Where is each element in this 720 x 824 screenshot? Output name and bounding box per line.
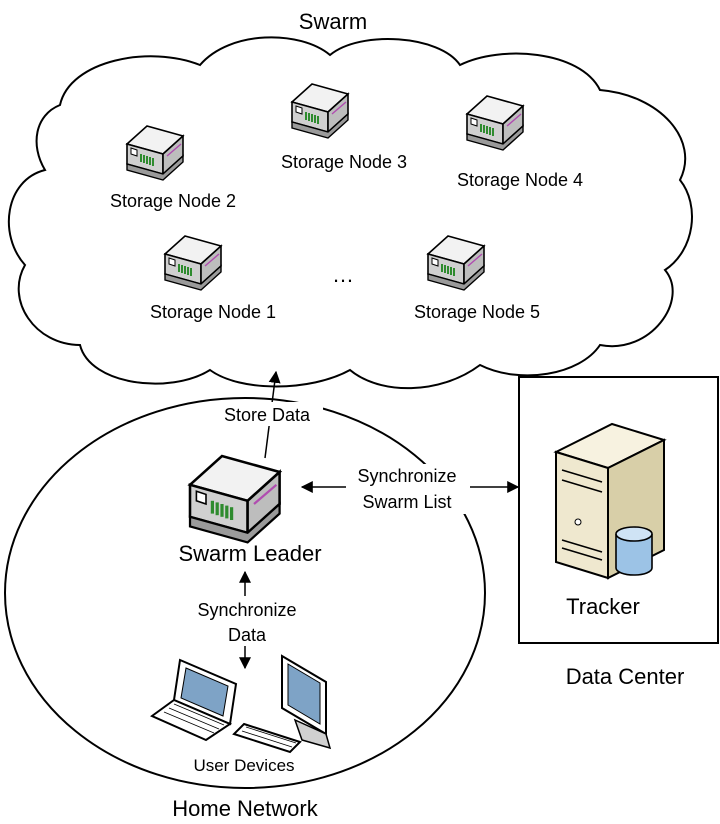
storage-node-5-label: Storage Node 5 [414,302,540,322]
data-center-boundary [518,376,719,644]
swarm-cloud [7,36,693,390]
sync-data-label-1: Synchronize [197,600,296,620]
user-devices-label: User Devices [193,756,294,775]
tracker-label: Tracker [566,594,640,619]
sync-swarm-list-label-1: Synchronize [357,466,456,486]
store-data-label: Store Data [224,405,311,425]
data-center-title: Data Center [566,664,685,689]
desktop-computer-icon [232,654,332,754]
storage-node-1-label: Storage Node 1 [150,302,276,322]
laptop-icon [150,658,238,742]
tracker-server-icon [553,422,667,580]
sync-swarm-list-label-2: Swarm List [362,492,451,512]
sync-data-label-2: Data [228,625,267,645]
storage-node-3-label: Storage Node 3 [281,152,407,172]
storage-node-2-label: Storage Node 2 [110,191,236,211]
home-network-title: Home Network [172,796,318,821]
home-network-boundary [4,397,486,789]
cloud-outline [7,36,693,390]
swarm-leader-icon [188,454,282,544]
swarm-title: Swarm [299,9,367,34]
swarm-leader-label: Swarm Leader [178,541,321,566]
storage-node-4-label: Storage Node 4 [457,170,583,190]
ellipsis: … [332,262,354,287]
